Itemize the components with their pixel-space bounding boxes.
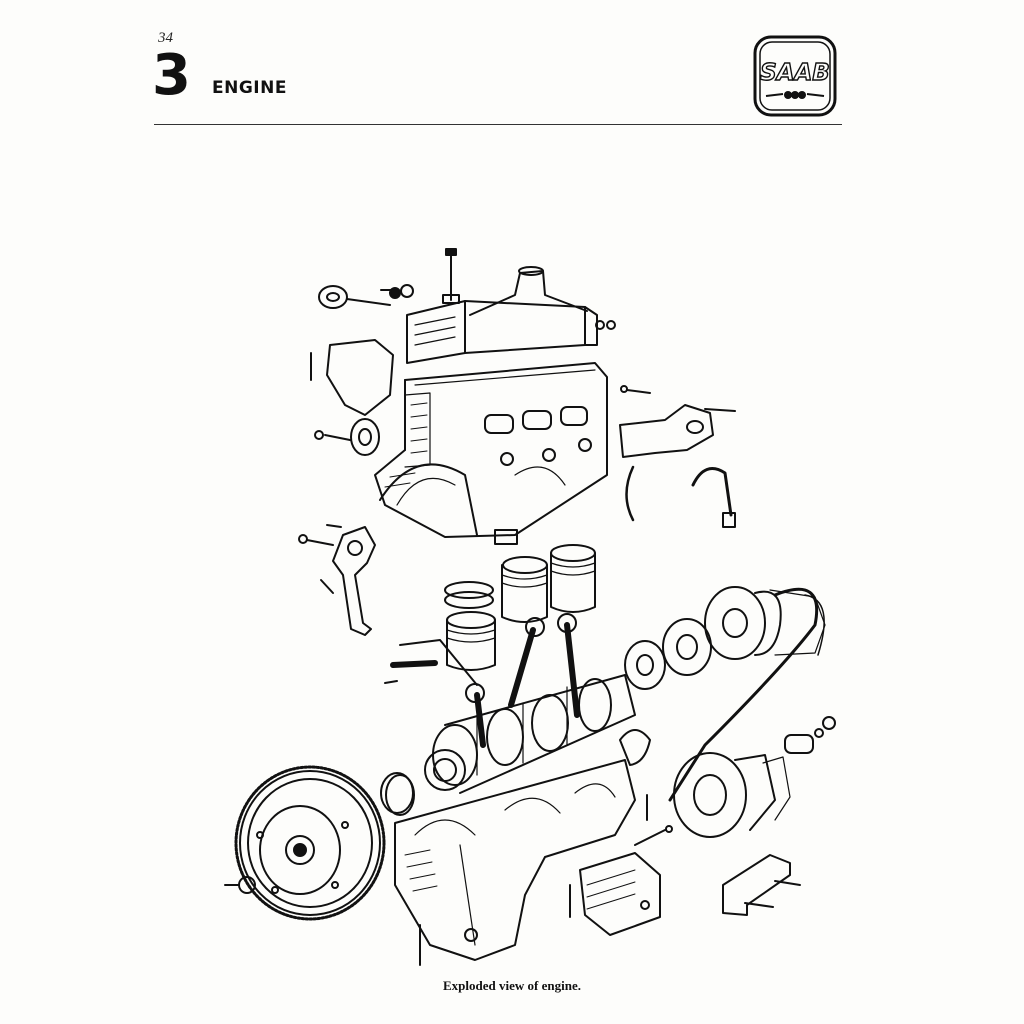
oil-seal-ring [385,774,415,816]
exhaust-manifold-right [619,385,736,528]
timing-gear [624,618,712,690]
cylinder-block [374,362,608,545]
engine-mount-bracket [722,854,801,916]
chapter-title: ENGINE [212,78,287,98]
saab-logo: SAAB [753,35,837,117]
piston-left [446,611,496,671]
page-number: 34 [158,30,173,46]
drive-belt [668,587,819,802]
piston-right [550,544,596,613]
bearing-shells [380,729,651,814]
misc-studs [634,794,673,846]
chapter-number: 3 [152,43,191,108]
engine-exploded-illustration [224,248,836,966]
intake-manifold-left [310,339,394,456]
crankshaft [424,674,636,794]
figure-caption: Exploded view of engine. [443,978,581,993]
header-rule [154,124,842,125]
connecting-rods [465,613,580,748]
logo-text: SAAB [760,60,830,86]
crank-pulley-lower [673,716,836,838]
flywheel [234,765,386,921]
cylinder-head-cover [406,248,616,364]
piston-rings [444,581,494,609]
piston-middle [501,556,548,623]
oil-sump-cover [569,852,661,936]
crankcase-lower [394,759,636,966]
crank-pulley-upper [704,586,826,660]
lifting-eye-and-bolts [318,284,414,309]
flywheel-bolt [224,876,256,894]
gudgeon-pin [384,639,478,686]
water-pump-bracket [298,524,376,636]
